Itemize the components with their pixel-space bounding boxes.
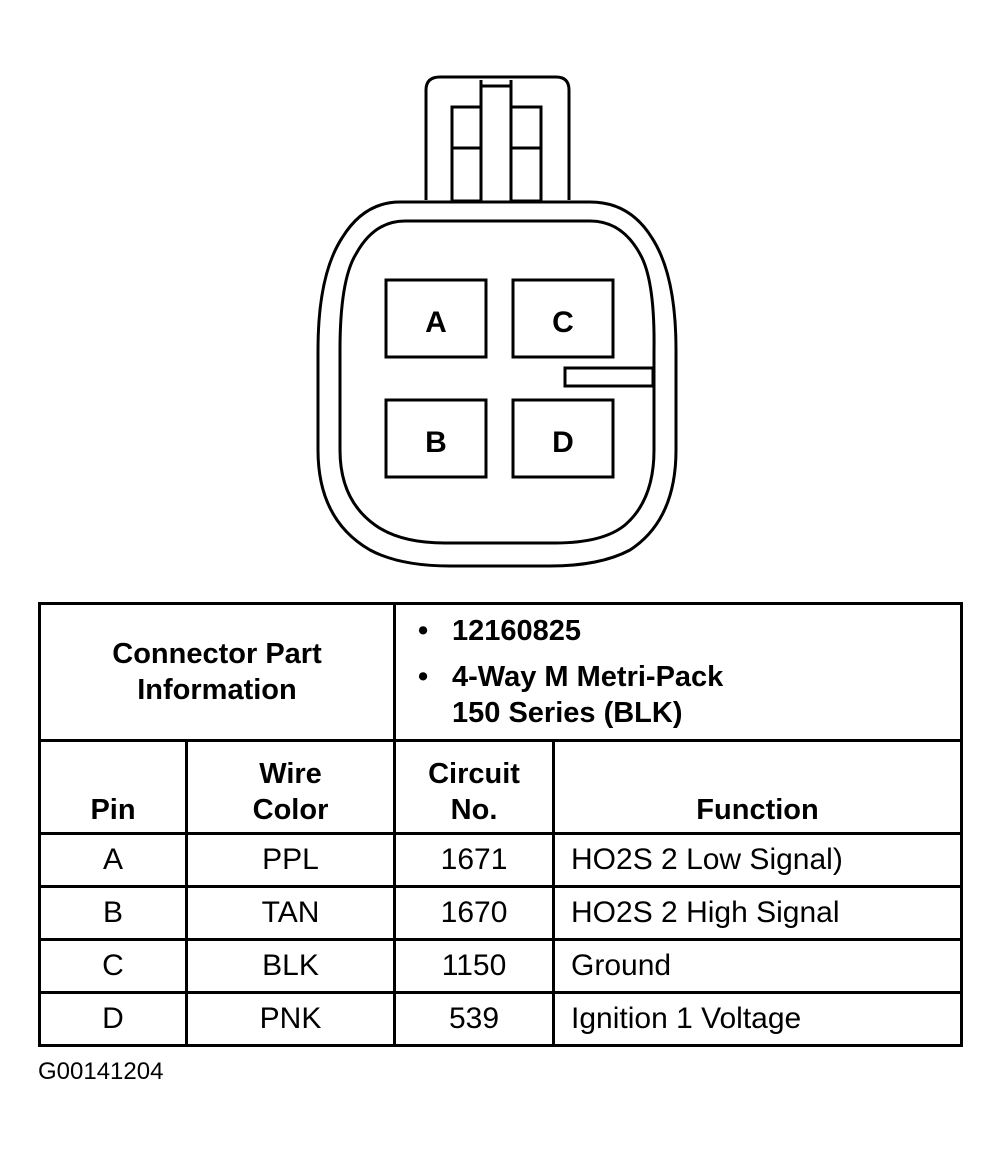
function-cell: HO2S 2 Low Signal) — [552, 832, 964, 888]
function-cell: Ground — [552, 938, 964, 994]
cavity-label-d: D — [552, 426, 574, 459]
circuit-cell: 1670 — [393, 885, 556, 941]
function-cell: Ignition 1 Voltage — [552, 991, 964, 1047]
pin-cell: A — [38, 832, 188, 888]
cavity-label-a: A — [425, 306, 447, 339]
table-row: B TAN 1670 HO2S 2 High Signal — [38, 885, 964, 941]
connector-inner-shell — [338, 219, 656, 545]
connector-latch — [424, 75, 571, 200]
col-header-pin: Pin — [38, 739, 188, 835]
table-row: D PNK 539 Ignition 1 Voltage — [38, 991, 964, 1047]
circuit-cell: 539 — [393, 991, 556, 1047]
wire-color-cell: BLK — [184, 938, 397, 994]
part-number: • 12160825 — [418, 615, 582, 647]
table-row: A PPL 1671 HO2S 2 Low Signal) — [38, 832, 964, 888]
table-row: C BLK 1150 Ground — [38, 938, 964, 994]
connector-part-info: • 12160825 • 4-Way M Metri-Pack 150 Seri… — [393, 602, 964, 742]
wire-color-cell: TAN — [184, 885, 397, 941]
cavity-label-c: C — [552, 306, 574, 339]
connector-outer-shell — [316, 200, 678, 568]
cavity-label-b: B — [425, 426, 447, 459]
circuit-cell: 1150 — [393, 938, 556, 994]
pin-cell: C — [38, 938, 188, 994]
pin-cell: D — [38, 991, 188, 1047]
bullet-icon: • — [418, 615, 429, 647]
pin-cell: B — [38, 885, 188, 941]
wire-color-cell: PPL — [184, 832, 397, 888]
connector-pinout-table: Connector Part Information • 12160825 • … — [37, 602, 964, 1047]
connector-info-row: Connector Part Information • 12160825 • … — [37, 602, 964, 742]
connector-info-label: Connector Part Information — [37, 602, 397, 742]
bullet-icon: • — [418, 661, 429, 693]
part-description: • 4-Way M Metri-Pack — [418, 661, 724, 693]
figure-id: G00141204 — [38, 1058, 164, 1085]
part-description-line2: 150 Series (BLK) — [452, 697, 683, 729]
circuit-cell: 1671 — [393, 832, 556, 888]
wire-color-cell: PNK — [184, 991, 397, 1047]
col-header-function: Function — [552, 739, 964, 835]
function-cell: HO2S 2 High Signal — [552, 885, 964, 941]
connector-face-diagram: A C B D — [316, 75, 678, 568]
